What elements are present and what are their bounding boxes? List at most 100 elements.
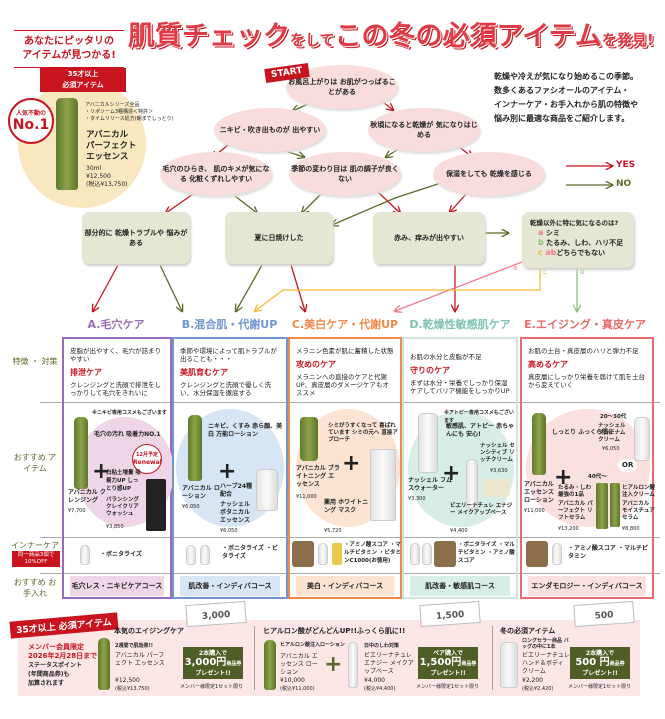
inner-care: ・ボニタライズ ・マルチビタミン ・アミノ酸スコア xyxy=(458,542,515,564)
title-part: 肌質チェック xyxy=(128,21,290,52)
intro-line: 数多くあるファシオールのアイテム・ xyxy=(494,86,630,95)
hero-name: アバニカルパーフェクトエッセンス xyxy=(86,130,137,163)
feature-key: 高めるケア xyxy=(528,360,568,369)
product-image xyxy=(500,642,518,688)
plus-icon: + xyxy=(342,451,361,476)
member-line: 加算されます xyxy=(28,680,65,687)
product-image xyxy=(256,469,278,511)
intro-line: 乾燥や冷えが気になり始めるこの季節。 xyxy=(494,72,638,81)
hero-name-line: アバニカル xyxy=(86,130,129,140)
category-a-column: 皮脂が出やすく、毛穴が詰まりやすい排泄ケアクレンジングと洗顔で排泄をしっかりして… xyxy=(62,337,174,599)
product-copy: 白粘土増量 吸着力UP しっとり感UP xyxy=(106,470,141,492)
feature-e: お肌の土台・真皮層のハリと弾力不足高めるケア真皮層にしっかり栄養を届けて肌を土台… xyxy=(522,339,652,389)
product-image xyxy=(532,413,546,475)
no1-text: No.1 xyxy=(12,117,50,133)
question-title: 乾燥以外に特に気になるのは? xyxy=(530,219,619,227)
divider xyxy=(492,626,493,690)
category-e-title: E.エイジング・真皮ケア xyxy=(524,318,646,331)
row-label-course: おすすめ お手入れ xyxy=(13,578,57,598)
product-name: アバニカル ブライトニング エッセンス xyxy=(296,465,340,488)
option-key: b xyxy=(538,238,544,247)
supplement-image xyxy=(80,545,90,565)
feature-action: 真皮層にしっかり栄養を届けて肌を土台から変えていく xyxy=(528,373,645,389)
question-season-change: 季節の変わり目は 肌の調子が良くない xyxy=(289,152,401,196)
course-c[interactable]: 美白・インディバコース xyxy=(296,576,394,596)
product-name: ビエリーナチュレ エナジー メイクアップベース xyxy=(450,503,513,516)
product-price: ¥8,800 xyxy=(622,526,640,532)
campaign-banner xyxy=(18,620,640,696)
product-name: アバニカル モイスチュア セラム xyxy=(622,501,655,521)
result-partial-dryness: 部分的に 乾燥トラブルや 悩みがある xyxy=(82,212,190,264)
category-d-column: お肌の水分と皮脂が不足守りのケアまずは水分・栄養でしっかり保湿ケアしてバリア機能… xyxy=(402,337,518,599)
option-a: シミ xyxy=(545,229,560,237)
renewal-date: 12月予定 xyxy=(136,452,158,458)
course-d[interactable]: 肌改善・敏感肌コース xyxy=(410,576,510,596)
offer-unit: 商品券 xyxy=(226,661,242,667)
title-part: をして xyxy=(290,31,335,49)
offer2-head: ヒアルロン酸がどんどんUP!!ふっくら肌に!! xyxy=(263,627,406,635)
product-price: ¥5,720 xyxy=(324,528,342,534)
or-label: OR xyxy=(618,459,638,472)
legend-yes: YES xyxy=(616,160,636,170)
branch-label-c: c xyxy=(543,268,547,276)
inner-care: ・アミノ酸スコア ・マルチビタミン xyxy=(568,545,648,560)
feature-key: 排泄ケア xyxy=(70,368,102,377)
offer-line: ペア購入で xyxy=(432,650,463,657)
product-name: ナッシェル プラチナム クリーム xyxy=(598,423,626,443)
offer-unit: 商品券 xyxy=(461,661,477,667)
product-price: ¥4,400 xyxy=(450,528,468,534)
gift-card-image: 3,000 xyxy=(185,600,247,628)
category-b-column: 季節や環境によって肌トラブルが出ることも・・・美肌育むケアクレンジングと洗顔で優… xyxy=(172,337,288,599)
product-image xyxy=(610,483,620,527)
result-redness: 赤み、痒みが出やすい xyxy=(373,212,485,264)
legend-no: NO xyxy=(616,179,632,189)
supplement-image xyxy=(200,545,210,565)
offer3-head: 冬の必須アイテム xyxy=(500,627,556,635)
no1-label: 人気不動の xyxy=(15,110,46,117)
offer-amount: 1,500円 xyxy=(419,657,462,668)
course-b[interactable]: 肌改善・インディバコース xyxy=(180,576,280,596)
hero-badge-line: 必須アイテム xyxy=(62,81,104,89)
option-key: c xyxy=(538,248,543,257)
hero-name-line: パーフェクト xyxy=(86,141,137,151)
hero-badge-line: 35才以上 xyxy=(67,70,99,78)
course-e[interactable]: エンダモロジー・インディバコース xyxy=(528,576,646,596)
category-b-title: B.混合肌・代謝UP xyxy=(181,318,278,331)
hero-price-value: ¥12,500 xyxy=(86,173,111,180)
tagline-line-1: あなたにピッタリの xyxy=(24,36,114,47)
product-copy: たるみ・しわ 最強の1品 xyxy=(558,485,592,498)
supplement-image xyxy=(434,541,456,567)
hero-product-image xyxy=(56,98,78,190)
product-copy: ニキビ、くすみ 赤ら顔、美白 万能ローション xyxy=(208,423,283,438)
feature-action: クレンジングと洗顔で優しく洗い、水分保湿を徹底する xyxy=(180,381,271,397)
option-b: たるみ、しわ、ハリ不足 xyxy=(546,239,624,247)
product-copy: 敏感肌、アトピー 赤ちゃんにも 安心! xyxy=(446,423,515,438)
product-copy: 毛穴の汚れ 吸着力NO.1 xyxy=(94,431,161,438)
plus-icon: + xyxy=(92,459,111,484)
feature-b: 季節や環境によって肌トラブルが出ることも・・・美肌育むケアクレンジングと洗顔で優… xyxy=(174,339,286,397)
offer-amount: 500 円 xyxy=(575,657,610,668)
hero-desc-line: ・リポソーム3種構造＜特許＞ xyxy=(85,109,154,115)
product-name: 薬用 ホワイトニング マスク xyxy=(324,499,369,514)
offer-product-name: アバニカル エッセンス ローション xyxy=(280,653,318,676)
offer-product-name: ビエリーナチュレ エナジー メイクアップベース xyxy=(364,652,414,675)
product-price: ¥6,050 xyxy=(602,446,620,452)
offer-amount: 3,000円 xyxy=(184,657,227,668)
product-image xyxy=(98,638,110,690)
offer-copy: 日中のしわ対策 xyxy=(364,643,400,649)
option-c: どちらでもない xyxy=(556,249,606,257)
product-image xyxy=(484,479,510,497)
branch-label-b: b xyxy=(580,268,585,276)
feature-action: メラニンへの直接のケアと代謝UP、真皮層のダメージケアもオススメ xyxy=(296,373,389,397)
product-price: ¥3,300 xyxy=(408,496,426,502)
offer-line: 2本購入で xyxy=(198,650,228,657)
supplement-image xyxy=(410,543,420,565)
product-image xyxy=(348,642,358,688)
course-a[interactable]: 毛穴レス・ニキビケアコース xyxy=(70,576,164,596)
question-pores: 毛穴のひらき、 肌のキメが気になる 化粧くずれしやすい xyxy=(160,152,272,196)
